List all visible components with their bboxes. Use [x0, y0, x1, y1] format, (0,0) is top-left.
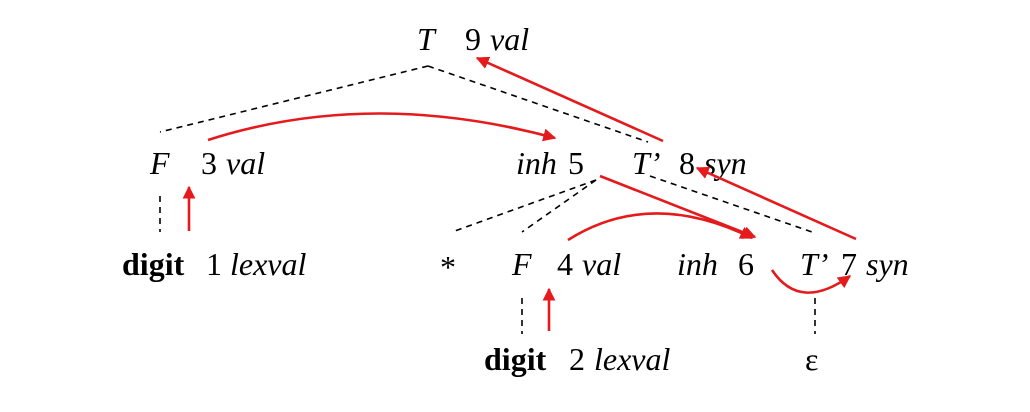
arrow-syn7-to-syn8: [695, 166, 857, 241]
node-symbol: digit: [484, 341, 547, 377]
edge-Tprime-star: [451, 179, 597, 233]
node-symbol: F: [149, 145, 170, 181]
arrow-F1-val-to-inh5: [207, 112, 557, 142]
node-symbol: ε: [805, 341, 818, 377]
node-attribute: syn: [866, 246, 909, 282]
edge-T-F: [159, 65, 429, 133]
node-attribute: val: [226, 145, 265, 181]
node-digit1: digit 1 lexval: [122, 246, 307, 282]
node-number: 3: [201, 145, 217, 181]
inh-label: inh: [516, 145, 557, 181]
node-attribute: lexval: [594, 341, 671, 377]
arrow-syn8-to-T-val: [475, 56, 664, 143]
node-symbol: *: [440, 249, 456, 285]
node-attribute: syn: [704, 145, 747, 181]
node-F1: F 3 val: [149, 145, 265, 181]
node-symbol: digit: [122, 246, 185, 282]
node-star: *: [440, 249, 456, 285]
node-F2: F 4 val: [511, 246, 621, 282]
node-number: 2: [569, 341, 585, 377]
inh-number: 6: [738, 246, 754, 282]
edge-Tprime-F: [521, 179, 597, 233]
node-number: 8: [679, 145, 695, 181]
node-number: 4: [557, 246, 573, 282]
dependency-arrows: [182, 56, 857, 331]
node-T-root: T 9 val: [417, 21, 529, 57]
node-number: 9: [465, 21, 481, 57]
node-symbol: T: [417, 21, 437, 57]
node-attribute: val: [490, 21, 529, 57]
node-symbol: F: [511, 246, 532, 282]
node-symbol: T’: [800, 246, 828, 282]
inh-number: 5: [568, 145, 584, 181]
arrow-inh6-to-syn7: [770, 269, 852, 294]
node-number: 1: [206, 246, 222, 282]
edge-T-Tprime: [427, 65, 649, 143]
node-attribute: val: [582, 246, 621, 282]
node-digit2: digit 2 lexval: [484, 341, 671, 377]
arrow-F2-val-to-inh6: [567, 212, 754, 242]
node-symbol: T’: [632, 145, 660, 181]
node-number: 7: [841, 246, 857, 282]
inh-label: inh: [677, 246, 718, 282]
node-attribute: lexval: [230, 246, 307, 282]
tree-edges: [159, 65, 816, 334]
node-Tprime2: inh 6 T’ 7 syn: [677, 246, 909, 282]
node-epsilon: ε: [805, 341, 818, 377]
